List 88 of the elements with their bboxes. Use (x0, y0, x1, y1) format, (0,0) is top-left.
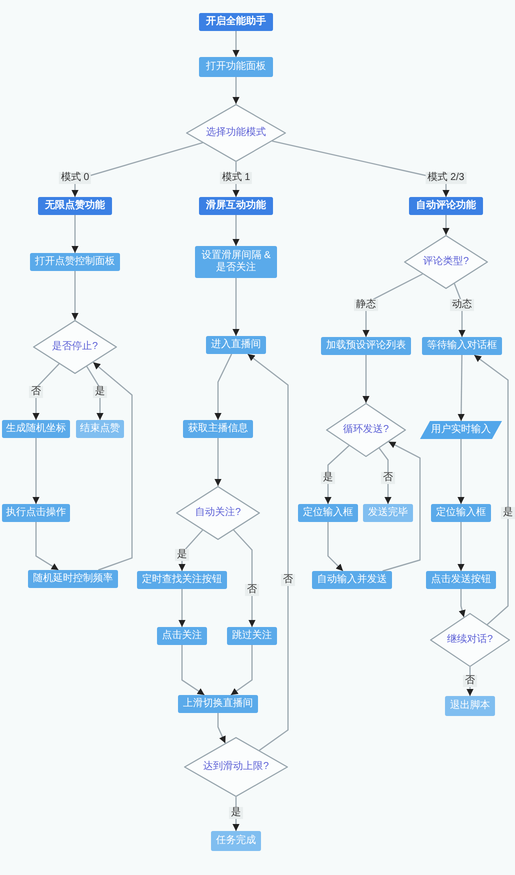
flow-arrow (233, 530, 256, 627)
process-box: 生成随机坐标 (2, 420, 70, 438)
flow-arrow (214, 438, 222, 486)
flow-arrow (35, 522, 59, 570)
end-box: 任务完成 (211, 831, 261, 851)
process-box: 设置滑屏间隔 & 是否关注 (195, 246, 277, 278)
process-box: 等待输入对话框 (422, 337, 502, 355)
decision-text: 评论类型? (423, 256, 469, 268)
edge-label: 模式 1 (220, 172, 252, 184)
decision-diamond (176, 486, 260, 540)
function-box: 无限点赞功能 (38, 197, 112, 215)
process-box: 定时查找关注按钮 (137, 571, 227, 589)
end-box: 退出脚本 (445, 696, 495, 716)
edge-label: 模式 2/3 (426, 172, 466, 184)
process-box: 点击发送按钮 (426, 571, 496, 589)
process-box: 获取主播信息 (183, 420, 253, 438)
edge-label: 是 (321, 472, 335, 484)
flow-arrow (327, 522, 344, 572)
edge-label: 静态 (354, 299, 378, 311)
flow-arrow (32, 438, 40, 504)
process-box: 加载预设评论列表 (321, 337, 411, 355)
edge-label: 动态 (450, 299, 474, 311)
flow-arrow (247, 354, 289, 751)
flow-arrow (232, 77, 240, 104)
flow-arrow (458, 522, 464, 571)
decision-diamond (430, 613, 510, 667)
process-box: 点击关注 (157, 627, 207, 645)
process-box: 随机延时控制频率 (28, 570, 118, 588)
flow-arrow (178, 589, 186, 627)
end-box: 结束点赞 (76, 420, 124, 438)
process-box: 自动输入并发送 (312, 571, 392, 589)
flow-arrow (214, 354, 232, 420)
flow-arrow (72, 271, 78, 320)
edge-label: 否 (245, 584, 259, 596)
flow-arrow (458, 589, 466, 618)
flow-arrow (232, 215, 240, 246)
edge-label: 模式 0 (58, 172, 92, 184)
edge-label: 是 (229, 807, 243, 819)
flow-arrow (232, 31, 240, 57)
process-box: 跳过关注 (227, 627, 277, 645)
flow-arrow (230, 645, 253, 696)
process-box: 打开功能面板 (199, 57, 273, 77)
edge-label: 否 (381, 472, 395, 484)
edge-label: 是 (501, 507, 515, 519)
process-box: 执行点击操作 (2, 504, 70, 522)
process-box: 定位输入框 (298, 504, 358, 522)
decision-diamond (184, 737, 288, 797)
decision-diamond (404, 235, 488, 289)
flow-arrow (474, 354, 509, 626)
flow-arrow (378, 448, 392, 504)
input-text: 用户实时输入 (431, 424, 491, 436)
decision-text: 自动关注? (195, 507, 241, 519)
process-box: 定位输入框 (431, 504, 491, 522)
function-box: 开启全能助手 (199, 13, 273, 31)
flow-arrow (72, 215, 78, 253)
flow-arrow (454, 283, 466, 337)
function-box: 自动评论功能 (409, 197, 483, 215)
decision-text: 循环发送? (343, 424, 389, 436)
flow-arrow (32, 363, 60, 420)
flow-arrow (232, 278, 240, 336)
edge-label: 是 (93, 386, 107, 398)
process-box: 上滑切换直播间 (178, 695, 258, 713)
decision-diamond (186, 104, 286, 162)
flow-arrow (217, 713, 226, 744)
flow-arrow (181, 645, 205, 696)
flow-arrow (272, 140, 450, 197)
decision-text: 达到滑动上限? (203, 761, 269, 773)
process-box: 进入直播间 (206, 336, 266, 354)
decision-diamond (33, 320, 117, 374)
flow-arrow (92, 362, 133, 571)
flow-arrow (382, 441, 421, 572)
edge-label: 是 (175, 549, 189, 561)
flow-arrow (442, 215, 450, 235)
flow-arrow (362, 273, 423, 337)
edge-label: 否 (463, 675, 477, 687)
decision-text: 继续对话? (447, 634, 493, 646)
input-parallelogram (420, 421, 502, 439)
decision-text: 是否停止? (52, 341, 98, 353)
edge-label: 否 (281, 574, 295, 586)
flow-arrow (458, 355, 465, 421)
decision-diamond (326, 403, 406, 457)
decision-text: 选择功能模式 (206, 127, 266, 139)
edge-label: 否 (29, 386, 43, 398)
flow-arrow (324, 445, 350, 504)
flow-arrow (362, 355, 370, 403)
end-box: 发送完毕 (363, 504, 413, 522)
function-box: 滑屏互动功能 (199, 197, 273, 215)
process-box: 打开点赞控制面板 (30, 253, 120, 271)
